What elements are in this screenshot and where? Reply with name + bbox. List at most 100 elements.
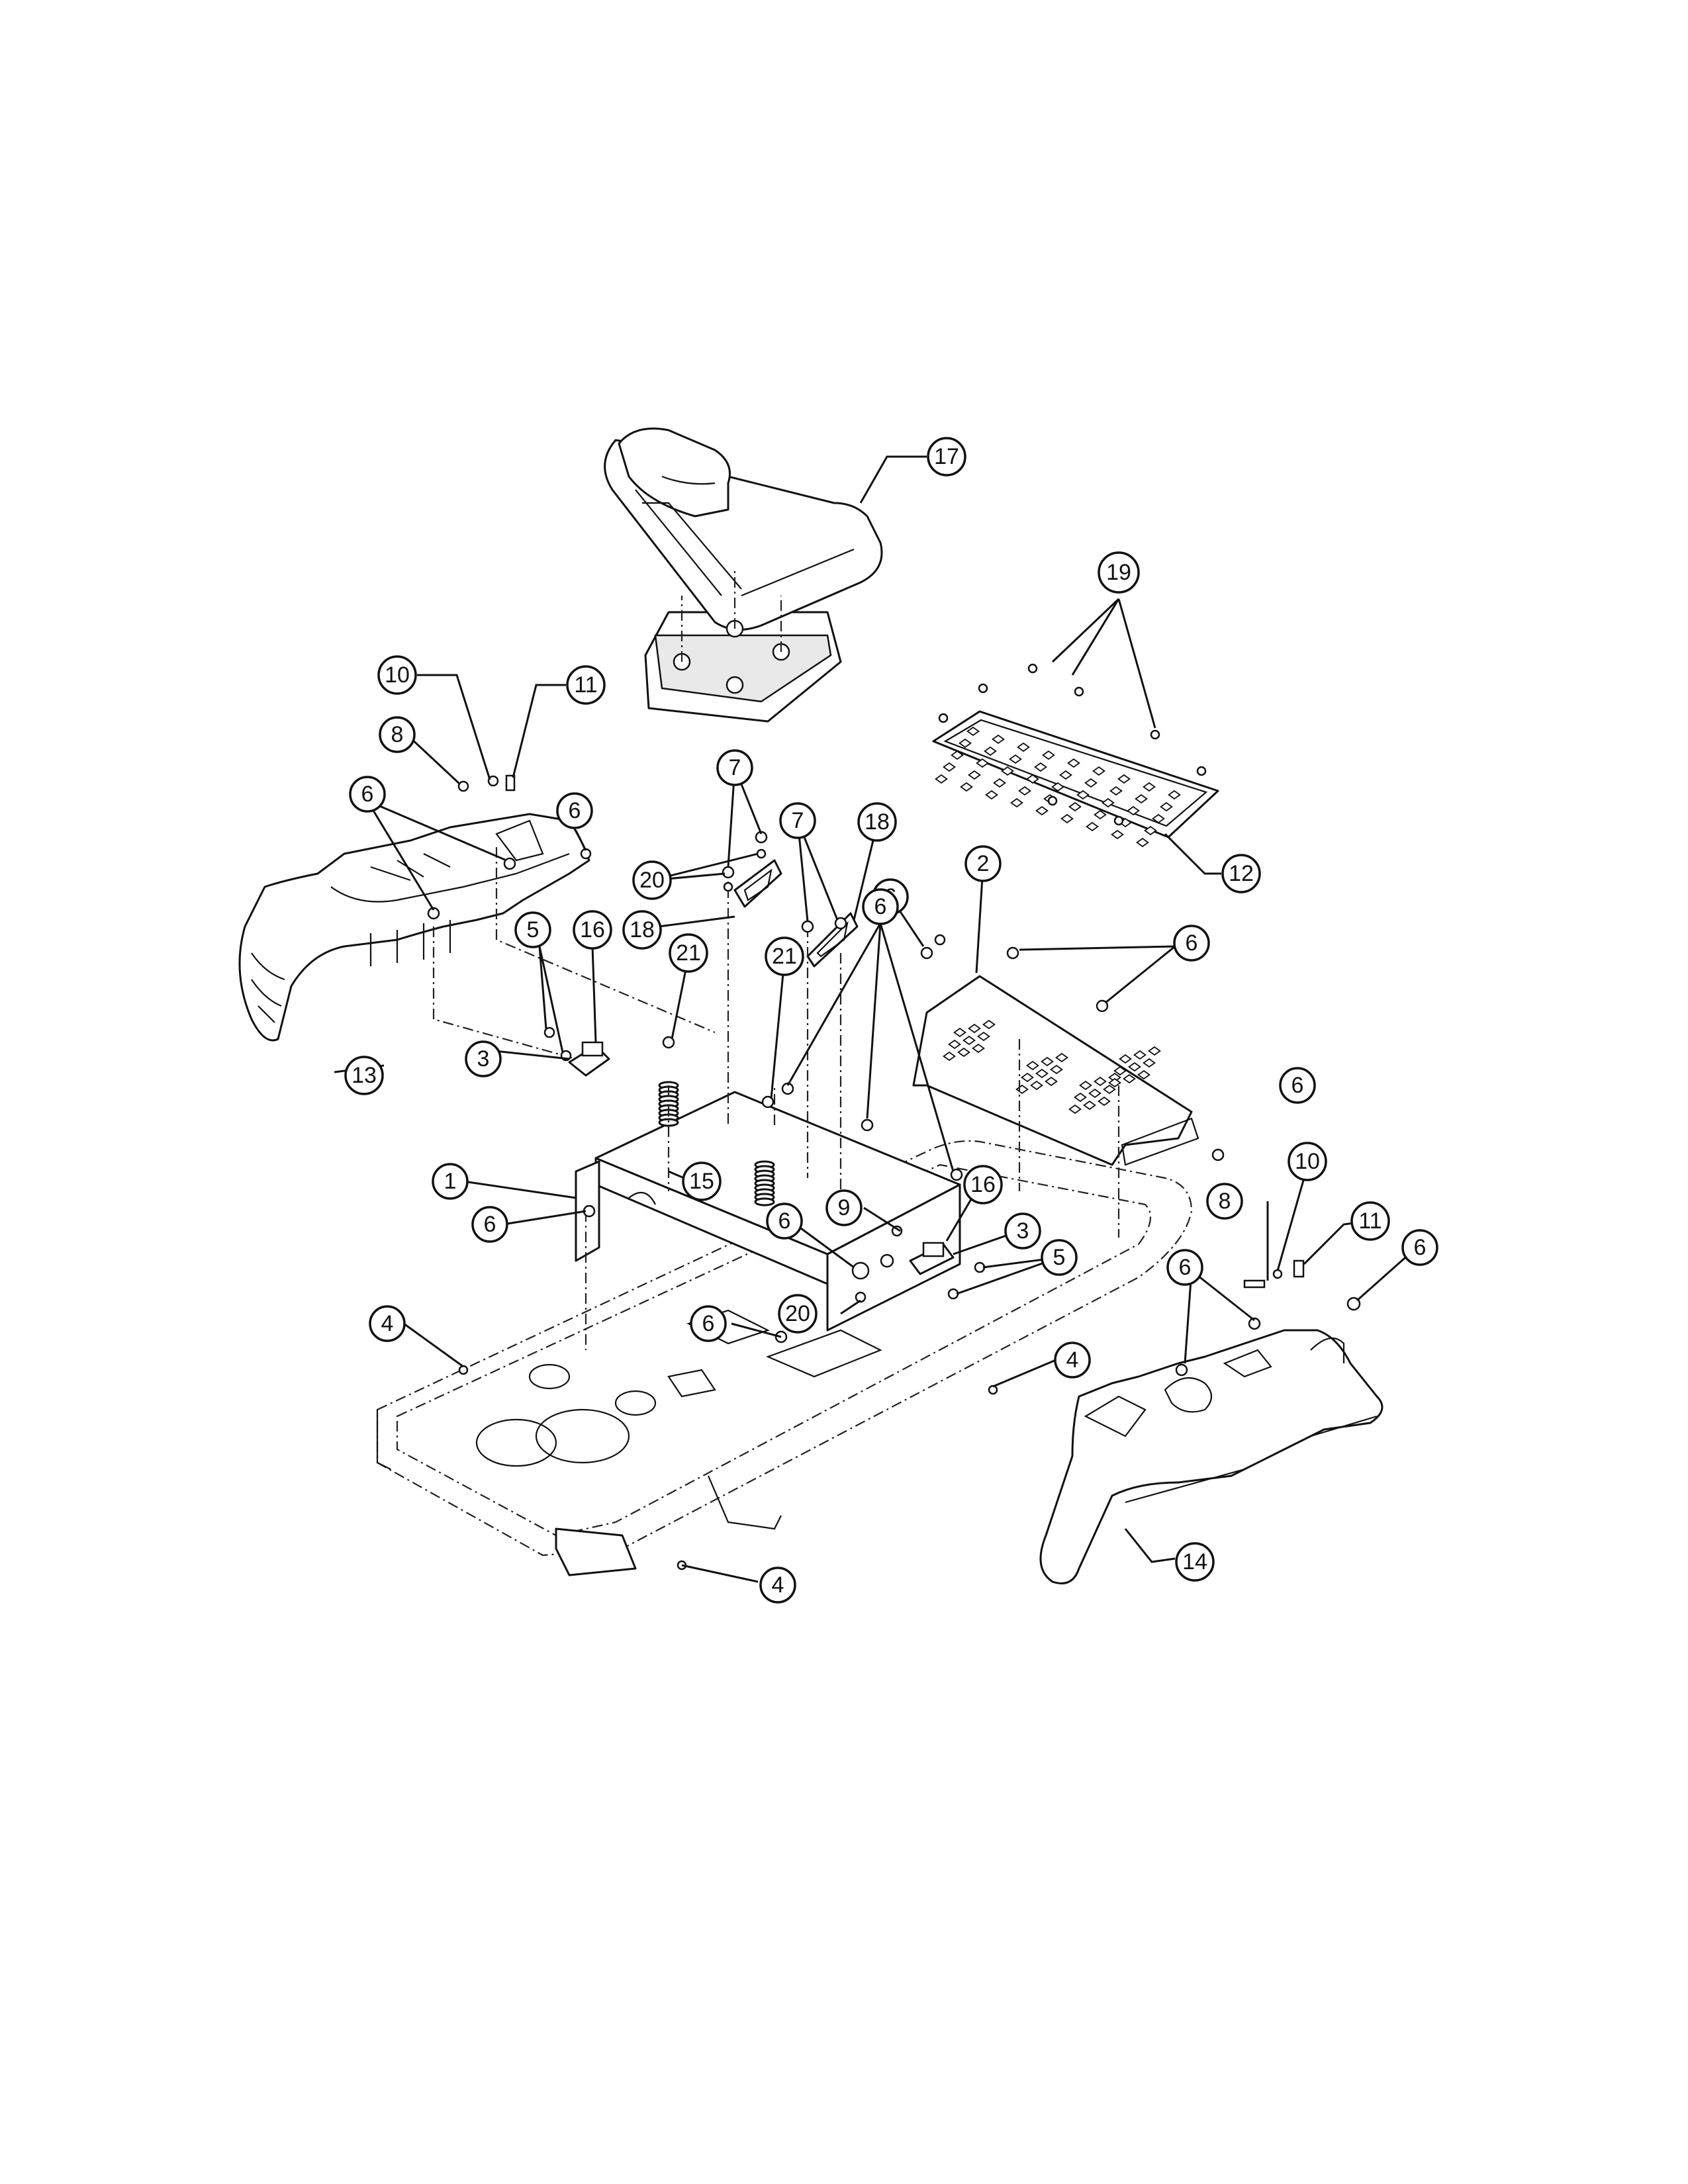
svg-text:6: 6 <box>1291 1073 1304 1098</box>
callout-20-bottom: 20 <box>778 1294 818 1334</box>
svg-text:17: 17 <box>934 444 959 469</box>
svg-text:8: 8 <box>391 722 404 747</box>
tread-diamond <box>968 1023 981 1034</box>
tread-diamond <box>968 770 981 780</box>
tread-diamond <box>984 746 997 756</box>
tread-diamond <box>1079 1080 1092 1091</box>
callout-8-left: 8 <box>379 716 416 753</box>
hardware-fasteners <box>427 774 1361 1570</box>
tread-diamond <box>1109 786 1123 796</box>
svg-text:20: 20 <box>785 1301 810 1326</box>
tread-diamond <box>1168 790 1181 800</box>
svg-text:18: 18 <box>865 809 890 835</box>
svg-text:2: 2 <box>977 851 990 876</box>
callout-4-right: 4 <box>1054 1342 1091 1379</box>
tread-diamond <box>1068 801 1082 812</box>
svg-text:14: 14 <box>1182 1549 1207 1574</box>
tread-diamond <box>1018 786 1031 796</box>
callout-21-right: 21 <box>765 936 804 976</box>
tread-diamond <box>966 726 980 737</box>
svg-text:3: 3 <box>477 1046 490 1071</box>
svg-text:10: 10 <box>1295 1149 1320 1174</box>
callout-17: 17 <box>927 437 966 477</box>
left-fender <box>238 813 590 1042</box>
tread-diamond <box>953 1027 966 1038</box>
svg-text:9: 9 <box>838 1195 851 1220</box>
tread-diamond <box>992 734 1005 745</box>
tread-diamond <box>1102 797 1115 808</box>
tread-diamond <box>1060 813 1074 824</box>
svg-text:11: 11 <box>1358 1208 1382 1234</box>
callout-15: 15 <box>682 1161 722 1201</box>
tread-diamond <box>1001 766 1014 776</box>
callout-4-bottom: 4 <box>759 1567 796 1604</box>
tread-diamond <box>935 774 948 784</box>
tread-diamond <box>957 1047 970 1058</box>
tread-diamond <box>960 782 973 792</box>
tread-diamond <box>1119 1054 1132 1064</box>
tread-diamond <box>1026 774 1039 784</box>
callout-19: 19 <box>1098 551 1140 594</box>
callout-20-top: 20 <box>632 860 672 900</box>
tread-diamond <box>1123 1073 1136 1084</box>
callout-14: 14 <box>1175 1542 1215 1582</box>
tread-diamond <box>1086 821 1099 832</box>
tread-diamond <box>1092 766 1105 776</box>
tread-diamond <box>985 790 998 800</box>
bracket-3-right <box>909 1242 955 1275</box>
svg-text:20: 20 <box>639 868 665 893</box>
tread-diamond <box>1160 801 1173 812</box>
svg-text:6: 6 <box>1414 1235 1427 1260</box>
callout-7-left: 7 <box>716 749 753 786</box>
svg-text:15: 15 <box>689 1169 714 1194</box>
svg-text:6: 6 <box>874 894 887 919</box>
tread-diamond <box>1136 837 1149 848</box>
callout-1: 1 <box>432 1163 469 1200</box>
tread-diamond <box>1059 770 1072 780</box>
callout-21-left: 21 <box>669 933 708 973</box>
tread-diamond <box>1111 829 1124 840</box>
callout-3-left: 3 <box>465 1040 502 1077</box>
tread-diamond <box>951 750 964 760</box>
tread-diamond <box>1108 1077 1121 1088</box>
svg-text:8: 8 <box>1219 1189 1231 1214</box>
tread-diamond <box>1083 1100 1096 1111</box>
svg-text:7: 7 <box>792 808 804 833</box>
svg-text:21: 21 <box>676 940 701 966</box>
svg-text:3: 3 <box>1017 1218 1029 1244</box>
tread-diamond <box>1135 794 1148 804</box>
svg-text:13: 13 <box>352 1063 377 1088</box>
callout-13: 13 <box>344 1056 384 1095</box>
tread-diamond <box>1034 762 1047 772</box>
callout-9: 9 <box>825 1189 863 1226</box>
svg-text:16: 16 <box>970 1172 996 1197</box>
tread-diamond <box>1137 1069 1150 1080</box>
callout-6-plate-right: 6 <box>1173 925 1210 962</box>
svg-text:5: 5 <box>527 917 539 942</box>
right-fender <box>1039 1329 1383 1584</box>
svg-text:6: 6 <box>1179 1255 1192 1280</box>
svg-text:10: 10 <box>385 662 410 688</box>
tread-diamond <box>976 758 989 768</box>
tread-diamond <box>982 1019 996 1030</box>
tread-diamond <box>1128 1062 1141 1072</box>
tread-diamond <box>1035 1068 1049 1079</box>
callout-16-left: 16 <box>573 910 612 950</box>
tread-diamond <box>972 1043 985 1054</box>
tread-diamond <box>943 762 956 772</box>
svg-text:4: 4 <box>1066 1347 1079 1373</box>
tread-diamond <box>1098 1096 1111 1107</box>
callout-10-right: 10 <box>1288 1142 1327 1181</box>
svg-text:11: 11 <box>574 672 597 698</box>
footrest-plate <box>912 975 1199 1166</box>
tread-diamond <box>1045 1076 1058 1087</box>
tread-diamond <box>993 778 1006 788</box>
callout-5-right: 5 <box>1041 1239 1078 1276</box>
svg-text:6: 6 <box>778 1208 791 1234</box>
svg-text:18: 18 <box>630 917 655 942</box>
tread-diamond <box>1021 1072 1034 1083</box>
callout-6-frame: 6 <box>690 1305 727 1342</box>
tread-diamond <box>1088 1088 1102 1099</box>
callout-6-pedestal-left: 6 <box>471 1206 508 1243</box>
